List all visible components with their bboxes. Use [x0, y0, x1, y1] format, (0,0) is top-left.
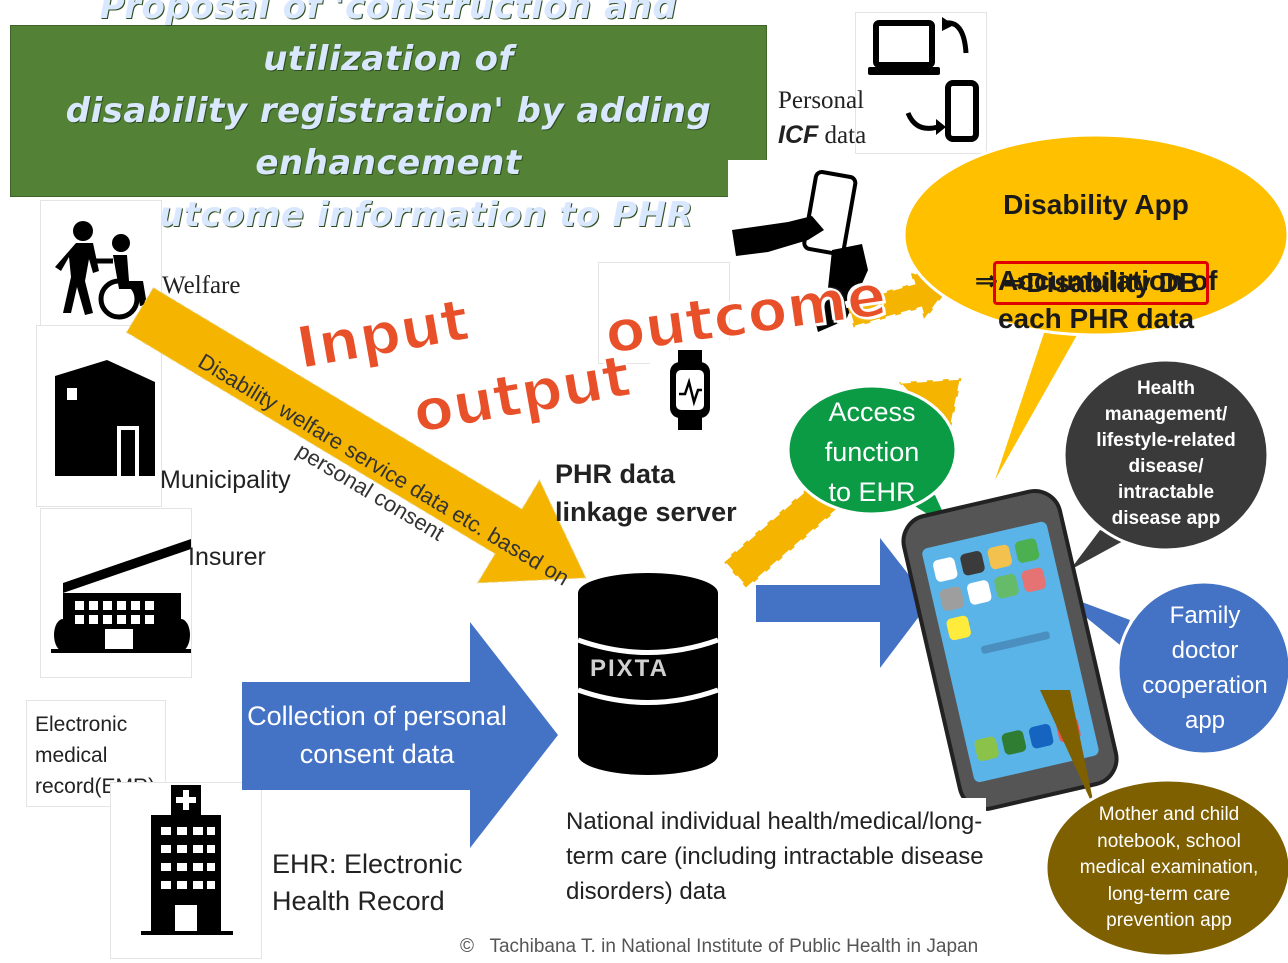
title-banner: Proposal of 'construction and utilizatio… — [10, 0, 767, 235]
personal-icf-line: ICF data — [778, 118, 866, 153]
hospital-image-panel — [110, 782, 262, 959]
office-building-icon — [51, 539, 191, 653]
emr-label-panel: Electronic medical record(EMR) — [26, 700, 166, 807]
watch-panel — [650, 340, 730, 440]
health-mgmt-bubble-shape — [1062, 358, 1270, 570]
tablet-phone-icon — [901, 489, 1119, 811]
hand-phone-panel — [728, 160, 870, 335]
copyright-text: © Tachibana T. in National Institute of … — [460, 936, 979, 957]
collection-arrow — [242, 622, 558, 848]
disability-app-bubble: Disability App ⇒Accumulation of each PHR… — [960, 148, 1232, 376]
people-wheelchair-icon — [55, 221, 147, 320]
municipality-image-panel — [36, 325, 162, 507]
server-to-phone-arrow — [756, 538, 930, 668]
emr-label: Electronic medical record(EMR) — [35, 713, 156, 798]
insurer-image-panel — [40, 508, 192, 678]
hand-phone-icon — [732, 170, 868, 332]
icf-data-text: data — [818, 122, 867, 149]
hospital-icon — [141, 785, 233, 935]
welfare-image-panel — [40, 200, 162, 327]
national-data-label: National individual health/medical/long-… — [566, 808, 984, 905]
national-data-box: National individual health/medical/long-… — [556, 798, 986, 914]
health-mgmt-bubble: Health management/ lifestyle-related dis… — [1096, 378, 1236, 529]
building-icon — [55, 360, 155, 476]
disability-db-label: ⇒Disability DB — [993, 261, 1209, 305]
welfare-data-arrow — [125, 287, 587, 584]
mother-child-bubble: Mother and child notebook, school medica… — [1079, 804, 1259, 931]
devices-image-panel — [855, 12, 987, 154]
watermark: PIXTA — [590, 655, 669, 682]
database-icon — [577, 573, 719, 775]
laptop-icon — [868, 17, 979, 142]
access-ehr-bubble: Access function to EHR — [824, 397, 920, 507]
municipality-label: Municipality — [160, 466, 291, 494]
mother-child-bubble-shape — [1040, 690, 1288, 958]
smartwatch-icon — [670, 350, 710, 430]
phr-server-label: PHR data linkage server — [555, 459, 737, 527]
personal-prefix: Personal — [778, 87, 865, 114]
hand-to-app-arrow — [844, 268, 953, 330]
collection-label: Collection of personal consent data — [247, 701, 507, 769]
welfare-label: Welfare — [162, 272, 241, 299]
disability-app-title: Disability App — [1003, 189, 1189, 220]
family-doctor-bubble: Family doctor cooperation app — [1142, 602, 1268, 734]
disability-app-bubble-shape — [902, 133, 1288, 480]
icf-text: ICF — [778, 121, 819, 149]
insurer-label: Insurer — [188, 543, 266, 571]
disability-app-accumulation: ⇒Accumulation of each PHR data — [974, 265, 1218, 334]
ehr-label: EHR: Electronic Health Record — [272, 849, 463, 916]
